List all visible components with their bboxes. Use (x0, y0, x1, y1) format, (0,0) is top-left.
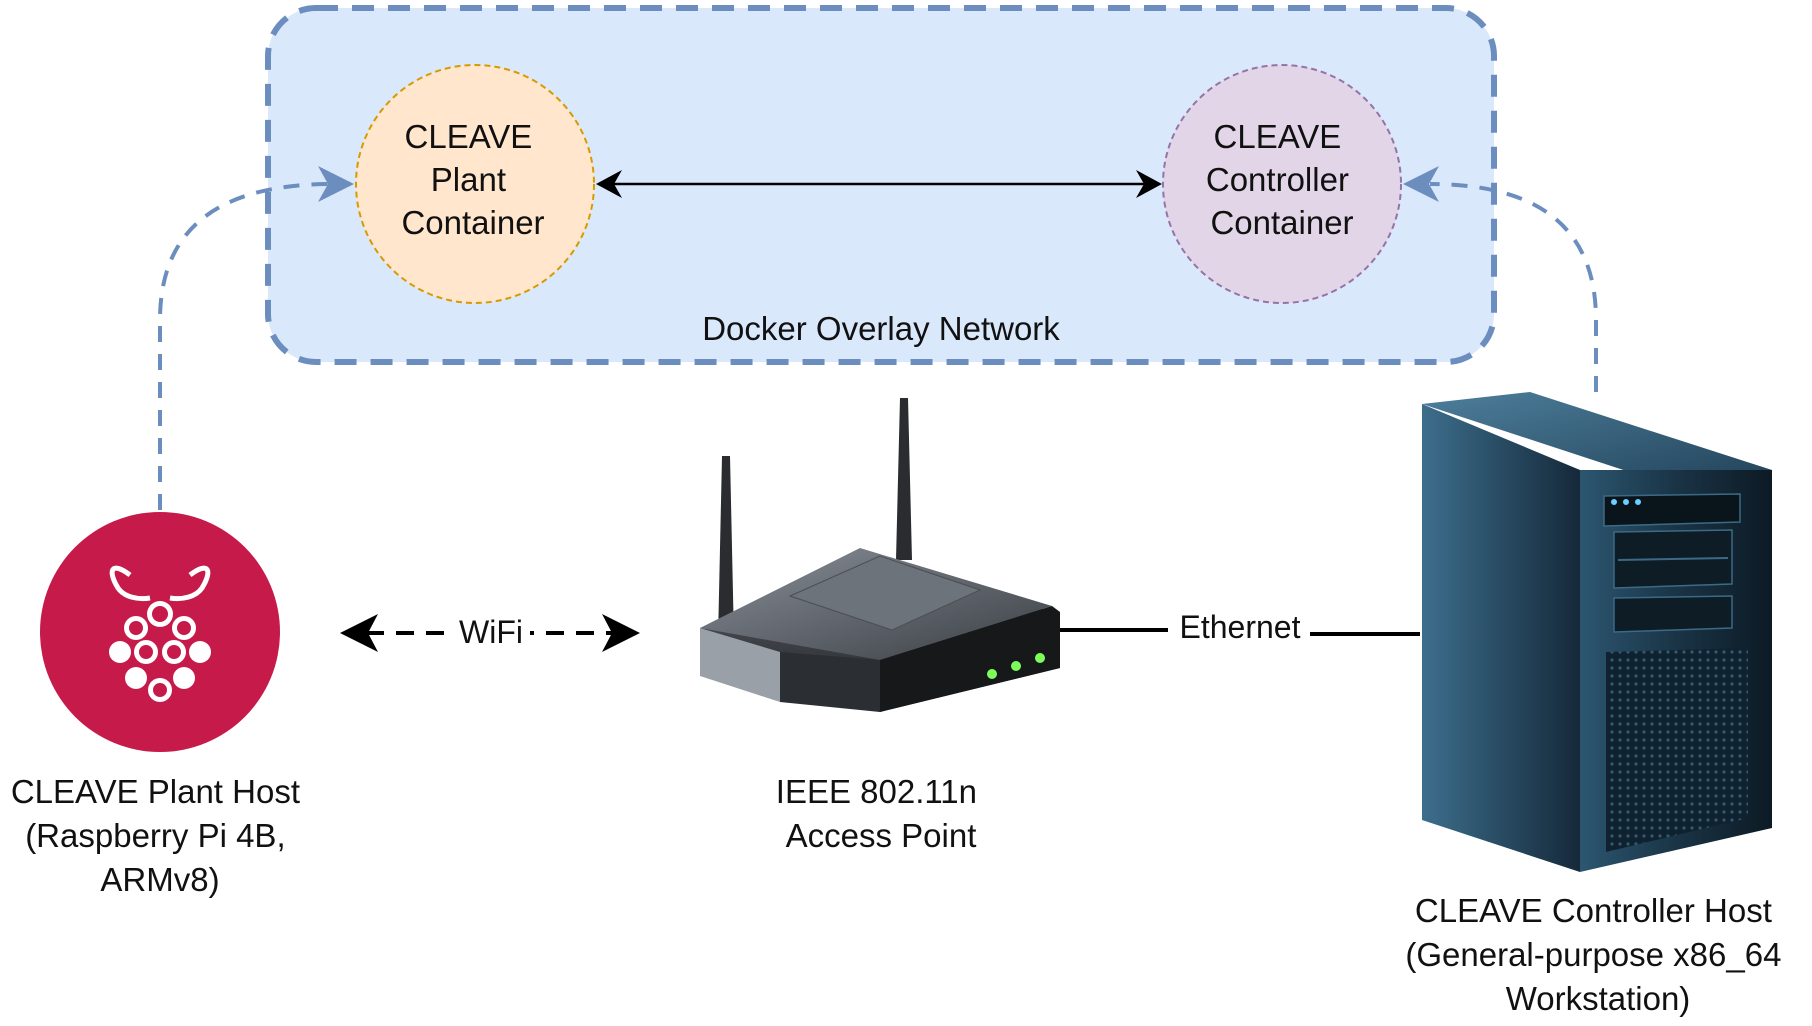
wifi-label: WiFi (459, 614, 523, 650)
plant-container-line-1: CLEAVE (405, 118, 533, 155)
controller-container: CLEAVE Controller Container (1162, 64, 1402, 304)
plant-host-to-container-link (158, 182, 331, 510)
controller-host-to-container-link (1429, 182, 1598, 392)
controller-link-arrowhead-icon (1403, 166, 1439, 202)
plant-container-circle (355, 64, 595, 304)
router-led-1 (987, 669, 997, 679)
container-link-arrow (596, 170, 1162, 198)
server-led-1 (1611, 499, 1617, 505)
controller-host-line-3: Workstation) (1506, 980, 1691, 1017)
svg-text:CLEAVE Plant Conta: CLEAVE Plant Container (401, 118, 544, 241)
svg-text:CLEAVE Plant Host (Raspber: CLEAVE Plant Host (Raspberry Pi 4B, ARMv… (11, 773, 309, 898)
controller-container-line-2: Controller (1206, 161, 1349, 198)
controller-host-line-2: (General-purpose x86_64 (1405, 936, 1781, 973)
plant-container: CLEAVE Plant Container (355, 64, 595, 304)
tower-server-icon (1422, 392, 1772, 872)
controller-container-line-3: Container (1210, 204, 1353, 241)
wifi-arrowhead-right-icon (602, 614, 640, 652)
server-led-2 (1623, 499, 1629, 505)
raspberry-pi-icon (40, 512, 280, 752)
arrowhead-right-icon (1136, 170, 1162, 198)
plant-container-line-3: Container (401, 204, 544, 241)
svg-text:CLEAVE Controller Host (Ge: CLEAVE Controller Host (General-purpose … (1405, 892, 1790, 1017)
plant-host-line-2: (Raspberry Pi 4B, (25, 817, 285, 854)
ethernet-label: Ethernet (1180, 609, 1301, 645)
controller-host-line-1: CLEAVE Controller Host (1415, 892, 1772, 929)
overlay-network-label: Docker Overlay Network (702, 310, 1060, 347)
server-led-3 (1635, 499, 1641, 505)
wifi-arrowhead-left-icon (340, 614, 378, 652)
router-led-3 (1035, 653, 1045, 663)
plant-host-line-1: CLEAVE Plant Host (11, 773, 300, 810)
svg-text:CLEAVE Controller: CLEAVE Controller Container (1206, 118, 1358, 241)
svg-text:IEEE 802.11n Access Point: IEEE 802.11n Access Point (776, 773, 986, 854)
wireless-router-icon (700, 398, 1060, 712)
controller-container-circle (1162, 64, 1402, 304)
access-point-line-1: IEEE 802.11n (776, 773, 977, 810)
access-point-line-2: Access Point (786, 817, 977, 854)
controller-container-line-1: CLEAVE (1214, 118, 1342, 155)
plant-container-line-2: Plant (431, 161, 506, 198)
plant-host-line-3: ARMv8) (100, 861, 219, 898)
wifi-link (340, 612, 640, 652)
ethernet-link (1060, 628, 1420, 636)
arrowhead-left-icon (596, 170, 622, 198)
plant-link-arrowhead-icon (318, 166, 354, 202)
router-led-2 (1011, 661, 1021, 671)
